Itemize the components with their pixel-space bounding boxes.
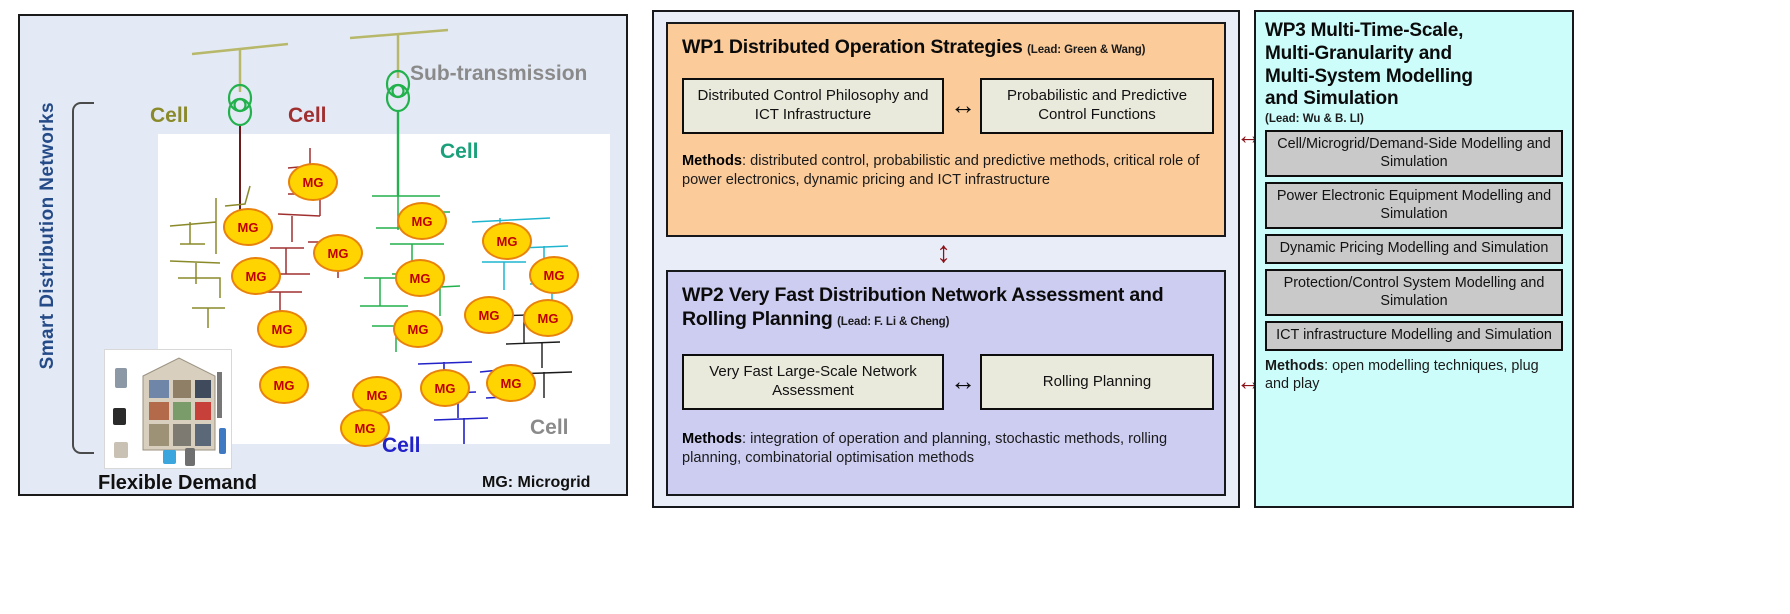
- mg-node: MG: [231, 257, 281, 295]
- mg-node: MG: [288, 163, 338, 201]
- mg-node: MG: [529, 256, 579, 294]
- wp2-methods-label: Methods: [682, 431, 742, 447]
- wp3-item-power-electronic-equipment[interactable]: Power Electronic Equipment Modelling and…: [1265, 182, 1563, 230]
- wp3-item-dynamic-pricing[interactable]: Dynamic Pricing Modelling and Simulation: [1265, 234, 1563, 264]
- wp1-methods: Methods: distributed control, probabilis…: [682, 152, 1216, 190]
- mg-node: MG: [464, 296, 514, 334]
- wp2-title-line2: Rolling Planning: [682, 307, 833, 330]
- wp2-title-row: WP2 Very Fast Distribution Network Asses…: [682, 284, 1218, 332]
- wp2-subbox-rolling-planning[interactable]: Rolling Planning: [980, 354, 1214, 410]
- wp3-methods-label: Methods: [1265, 357, 1325, 374]
- scope-brace: [72, 102, 94, 454]
- cell-label-green: Cell: [440, 140, 479, 163]
- mg-node: MG: [395, 259, 445, 297]
- wp1-subbox-probabilistic-predictive[interactable]: Probabilistic and Predictive Control Fun…: [980, 78, 1214, 134]
- mg-node: MG: [486, 364, 536, 402]
- wp3-item-ict-infrastructure[interactable]: ICT infrastructure Modelling and Simulat…: [1265, 321, 1563, 351]
- mg-node: MG: [259, 366, 309, 404]
- mg-node: MG: [257, 310, 307, 348]
- wp3-methods: Methods: open modelling techniques, plug…: [1265, 357, 1563, 394]
- wp2-methods-text: : integration of operation and planning,…: [682, 431, 1168, 466]
- wp3-title-line4: and Simulation: [1265, 88, 1399, 110]
- wp1-title-row: WP1 Distributed Operation Strategies (Le…: [682, 36, 1212, 60]
- wp3-title: WP3 Multi-Time-Scale, Multi-Granularity …: [1265, 20, 1563, 111]
- wp2-internal-arrow-icon: ↔: [950, 366, 976, 396]
- wp1-internal-arrow-icon: ↔: [950, 90, 976, 120]
- cell-label-blue: Cell: [382, 434, 421, 457]
- wp3-panel: WP3 Multi-Time-Scale, Multi-Granularity …: [1254, 10, 1574, 508]
- wp1-title: WP1 Distributed Operation Strategies: [682, 36, 1023, 58]
- wp3-methods-text: : open modelling techniques, plug and pl…: [1265, 357, 1539, 393]
- work-packages-area: WP1 Distributed Operation Strategies (Le…: [652, 10, 1776, 510]
- wp1-wp2-link-arrow-icon: ↕: [936, 236, 951, 269]
- mg-node: MG: [352, 376, 402, 414]
- cell-label-grey: Cell: [530, 416, 569, 439]
- mg-node: MG: [313, 234, 363, 272]
- cell-label-olive: Cell: [150, 104, 189, 127]
- wp1-panel: WP1 Distributed Operation Strategies (Le…: [666, 22, 1226, 237]
- mg-node: MG: [420, 369, 470, 407]
- wp1-lead: (Lead: Green & Wang): [1027, 44, 1146, 56]
- wp3-title-line2: Multi-Granularity and: [1265, 42, 1452, 64]
- mg-node: MG: [223, 208, 273, 246]
- sub-transmission-label: Sub-transmission: [410, 62, 588, 85]
- wp2-panel: WP2 Very Fast Distribution Network Asses…: [666, 270, 1226, 496]
- mg-node: MG: [523, 299, 573, 337]
- mg-node: MG: [482, 222, 532, 260]
- wp1-subbox-distributed-control[interactable]: Distributed Control Philosophy and ICT I…: [682, 78, 944, 134]
- wp2-methods: Methods: integration of operation and pl…: [682, 430, 1216, 468]
- wp2-lead: (Lead: F. Li & Cheng): [837, 315, 950, 328]
- flexible-demand-photo: [104, 349, 232, 469]
- wp3-lead: (Lead: Wu & B. LI): [1265, 113, 1364, 126]
- flexible-demand-label: Flexible Demand: [98, 472, 257, 494]
- cell-label-red: Cell: [288, 104, 327, 127]
- mg-node: MG: [393, 310, 443, 348]
- wp1-wp2-column: WP1 Distributed Operation Strategies (Le…: [652, 10, 1240, 508]
- wp2-subbox-network-assessment[interactable]: Very Fast Large-Scale Network Assessment: [682, 354, 944, 410]
- mg-node: MG: [397, 202, 447, 240]
- wp1-methods-label: Methods: [682, 153, 742, 169]
- wp2-title-line1: WP2 Very Fast Distribution Network Asses…: [682, 284, 1164, 306]
- wp3-title-line1: WP3 Multi-Time-Scale,: [1265, 20, 1464, 41]
- smart-distribution-networks-panel: Smart Distribution Networks: [18, 14, 628, 496]
- wp3-item-protection-control-system[interactable]: Protection/Control System Modelling and …: [1265, 269, 1563, 317]
- wp1-methods-text: : distributed control, probabilistic and…: [682, 153, 1200, 188]
- mg-node: MG: [340, 409, 390, 447]
- wp3-item-cell-microgrid-demand-side[interactable]: Cell/Microgrid/Demand-Side Modelling and…: [1265, 130, 1563, 178]
- mg-key-label: MG: Microgrid: [482, 474, 591, 491]
- wp3-title-line3: Multi-System Modelling: [1265, 65, 1473, 87]
